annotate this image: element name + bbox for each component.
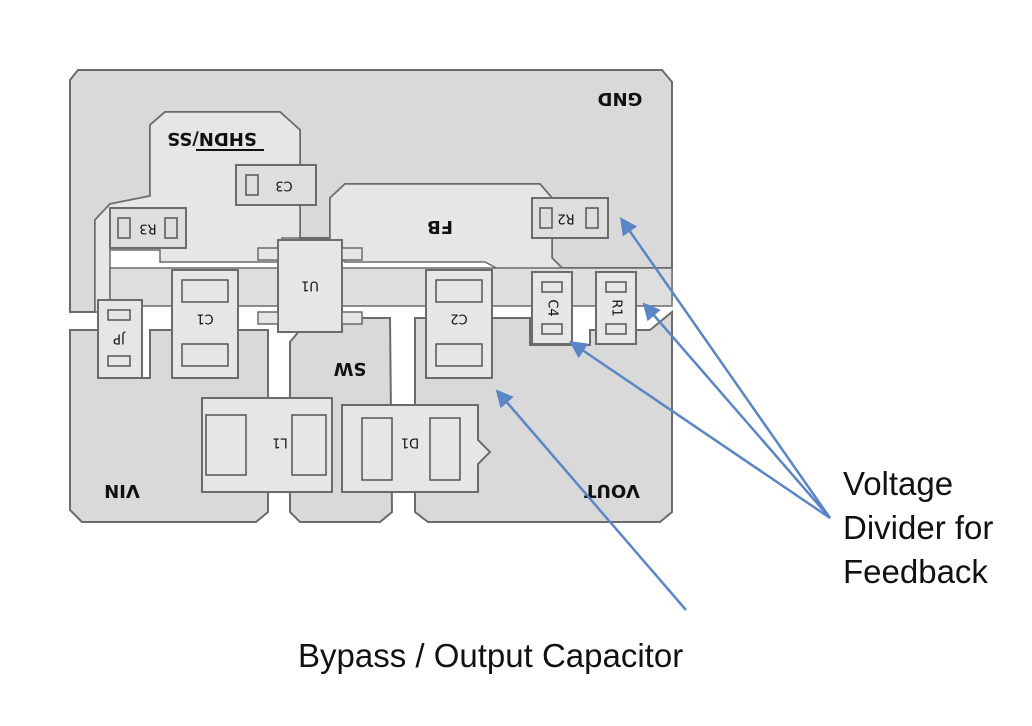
c2-pad — [435, 343, 483, 367]
d1-body — [341, 404, 492, 493]
r2-body — [531, 197, 609, 239]
jp-pad — [107, 355, 131, 367]
l1-body — [201, 397, 333, 493]
c4-body — [531, 271, 573, 345]
voltage-divider-callout: Voltage Divider for Feedback — [843, 462, 993, 594]
callout-line: Feedback — [843, 553, 988, 590]
l1-label: L1 — [272, 435, 288, 450]
callout-line: Voltage — [843, 465, 954, 502]
r2-label: R2 — [557, 211, 574, 226]
u1-pin — [341, 247, 363, 261]
shdn-label: SHDN/SS — [167, 128, 257, 149]
vout-label: VOUT — [583, 480, 640, 501]
c2-body — [425, 269, 493, 379]
sw-label: SW — [333, 358, 366, 379]
c4-label: C4 — [545, 299, 560, 316]
u1-pin — [257, 247, 279, 261]
arrow-to-c4 — [569, 341, 831, 520]
d1-pad — [361, 417, 393, 481]
c1-pad — [181, 343, 229, 367]
jp-pad — [107, 309, 131, 321]
c1-label: C1 — [196, 311, 213, 326]
u1-label: U1 — [301, 278, 319, 293]
u1-pin — [257, 311, 279, 325]
c4-pad — [541, 323, 563, 335]
c3-pad — [245, 174, 259, 196]
r3-pad — [164, 217, 178, 239]
r1-pad — [605, 323, 627, 335]
c2-label: C2 — [450, 311, 467, 326]
r1-body — [595, 271, 637, 345]
r3-label: R3 — [139, 221, 156, 236]
bypass-capacitor-callout: Bypass / Output Capacitor — [298, 637, 684, 674]
r1-pad — [605, 281, 627, 293]
arrow-to-r2 — [619, 217, 832, 519]
c4-pad — [541, 281, 563, 293]
c1-pad — [181, 279, 229, 303]
c3-label: C3 — [275, 178, 292, 193]
fb-label: FB — [427, 216, 453, 237]
arrow-to-c2 — [495, 389, 687, 611]
jp-label: JP — [113, 331, 126, 346]
u1-body — [277, 239, 343, 333]
gnd-label: GND — [598, 88, 643, 109]
arrow-to-r1 — [642, 302, 831, 519]
d1-label: D1 — [401, 435, 419, 450]
l1-pad — [205, 414, 247, 476]
d1-pad — [429, 417, 461, 481]
r3-body — [109, 207, 187, 249]
jp-body — [97, 299, 143, 379]
c1-body — [171, 269, 239, 379]
c2-pad — [435, 279, 483, 303]
u1-pin — [341, 311, 363, 325]
r2-pad — [585, 207, 599, 229]
c3-body — [235, 164, 317, 206]
l1-pad — [291, 414, 327, 476]
r3-pad — [117, 217, 131, 239]
r2-pad — [539, 207, 553, 229]
callout-line: Divider for — [843, 509, 994, 546]
vin-label: VIN — [104, 480, 140, 501]
r1-label: R1 — [609, 299, 624, 316]
